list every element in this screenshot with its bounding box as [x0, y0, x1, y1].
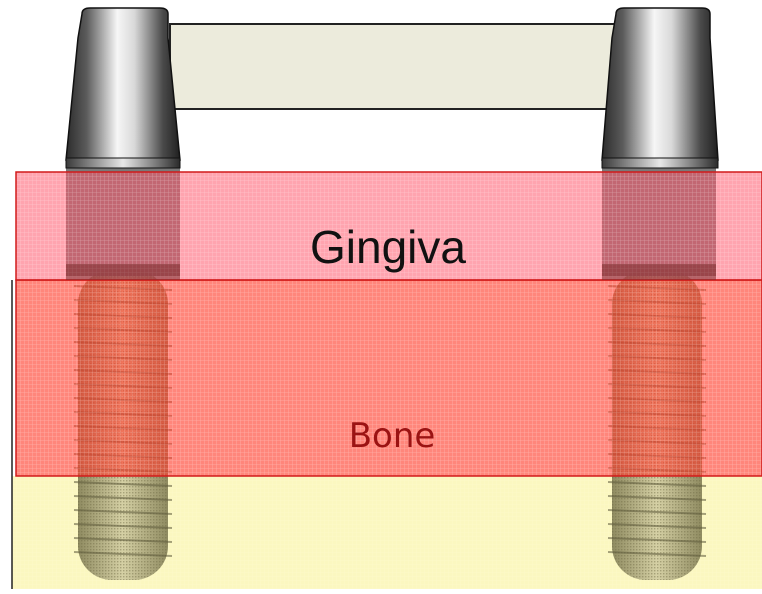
right-abutment — [602, 8, 718, 168]
gingiva-label: Gingiva — [310, 220, 466, 274]
bone-label: Bone — [349, 416, 436, 456]
left-abutment — [66, 8, 180, 168]
bridge-pontic — [170, 24, 618, 109]
right-collar-band — [602, 264, 716, 280]
left-collar-band — [66, 264, 180, 280]
